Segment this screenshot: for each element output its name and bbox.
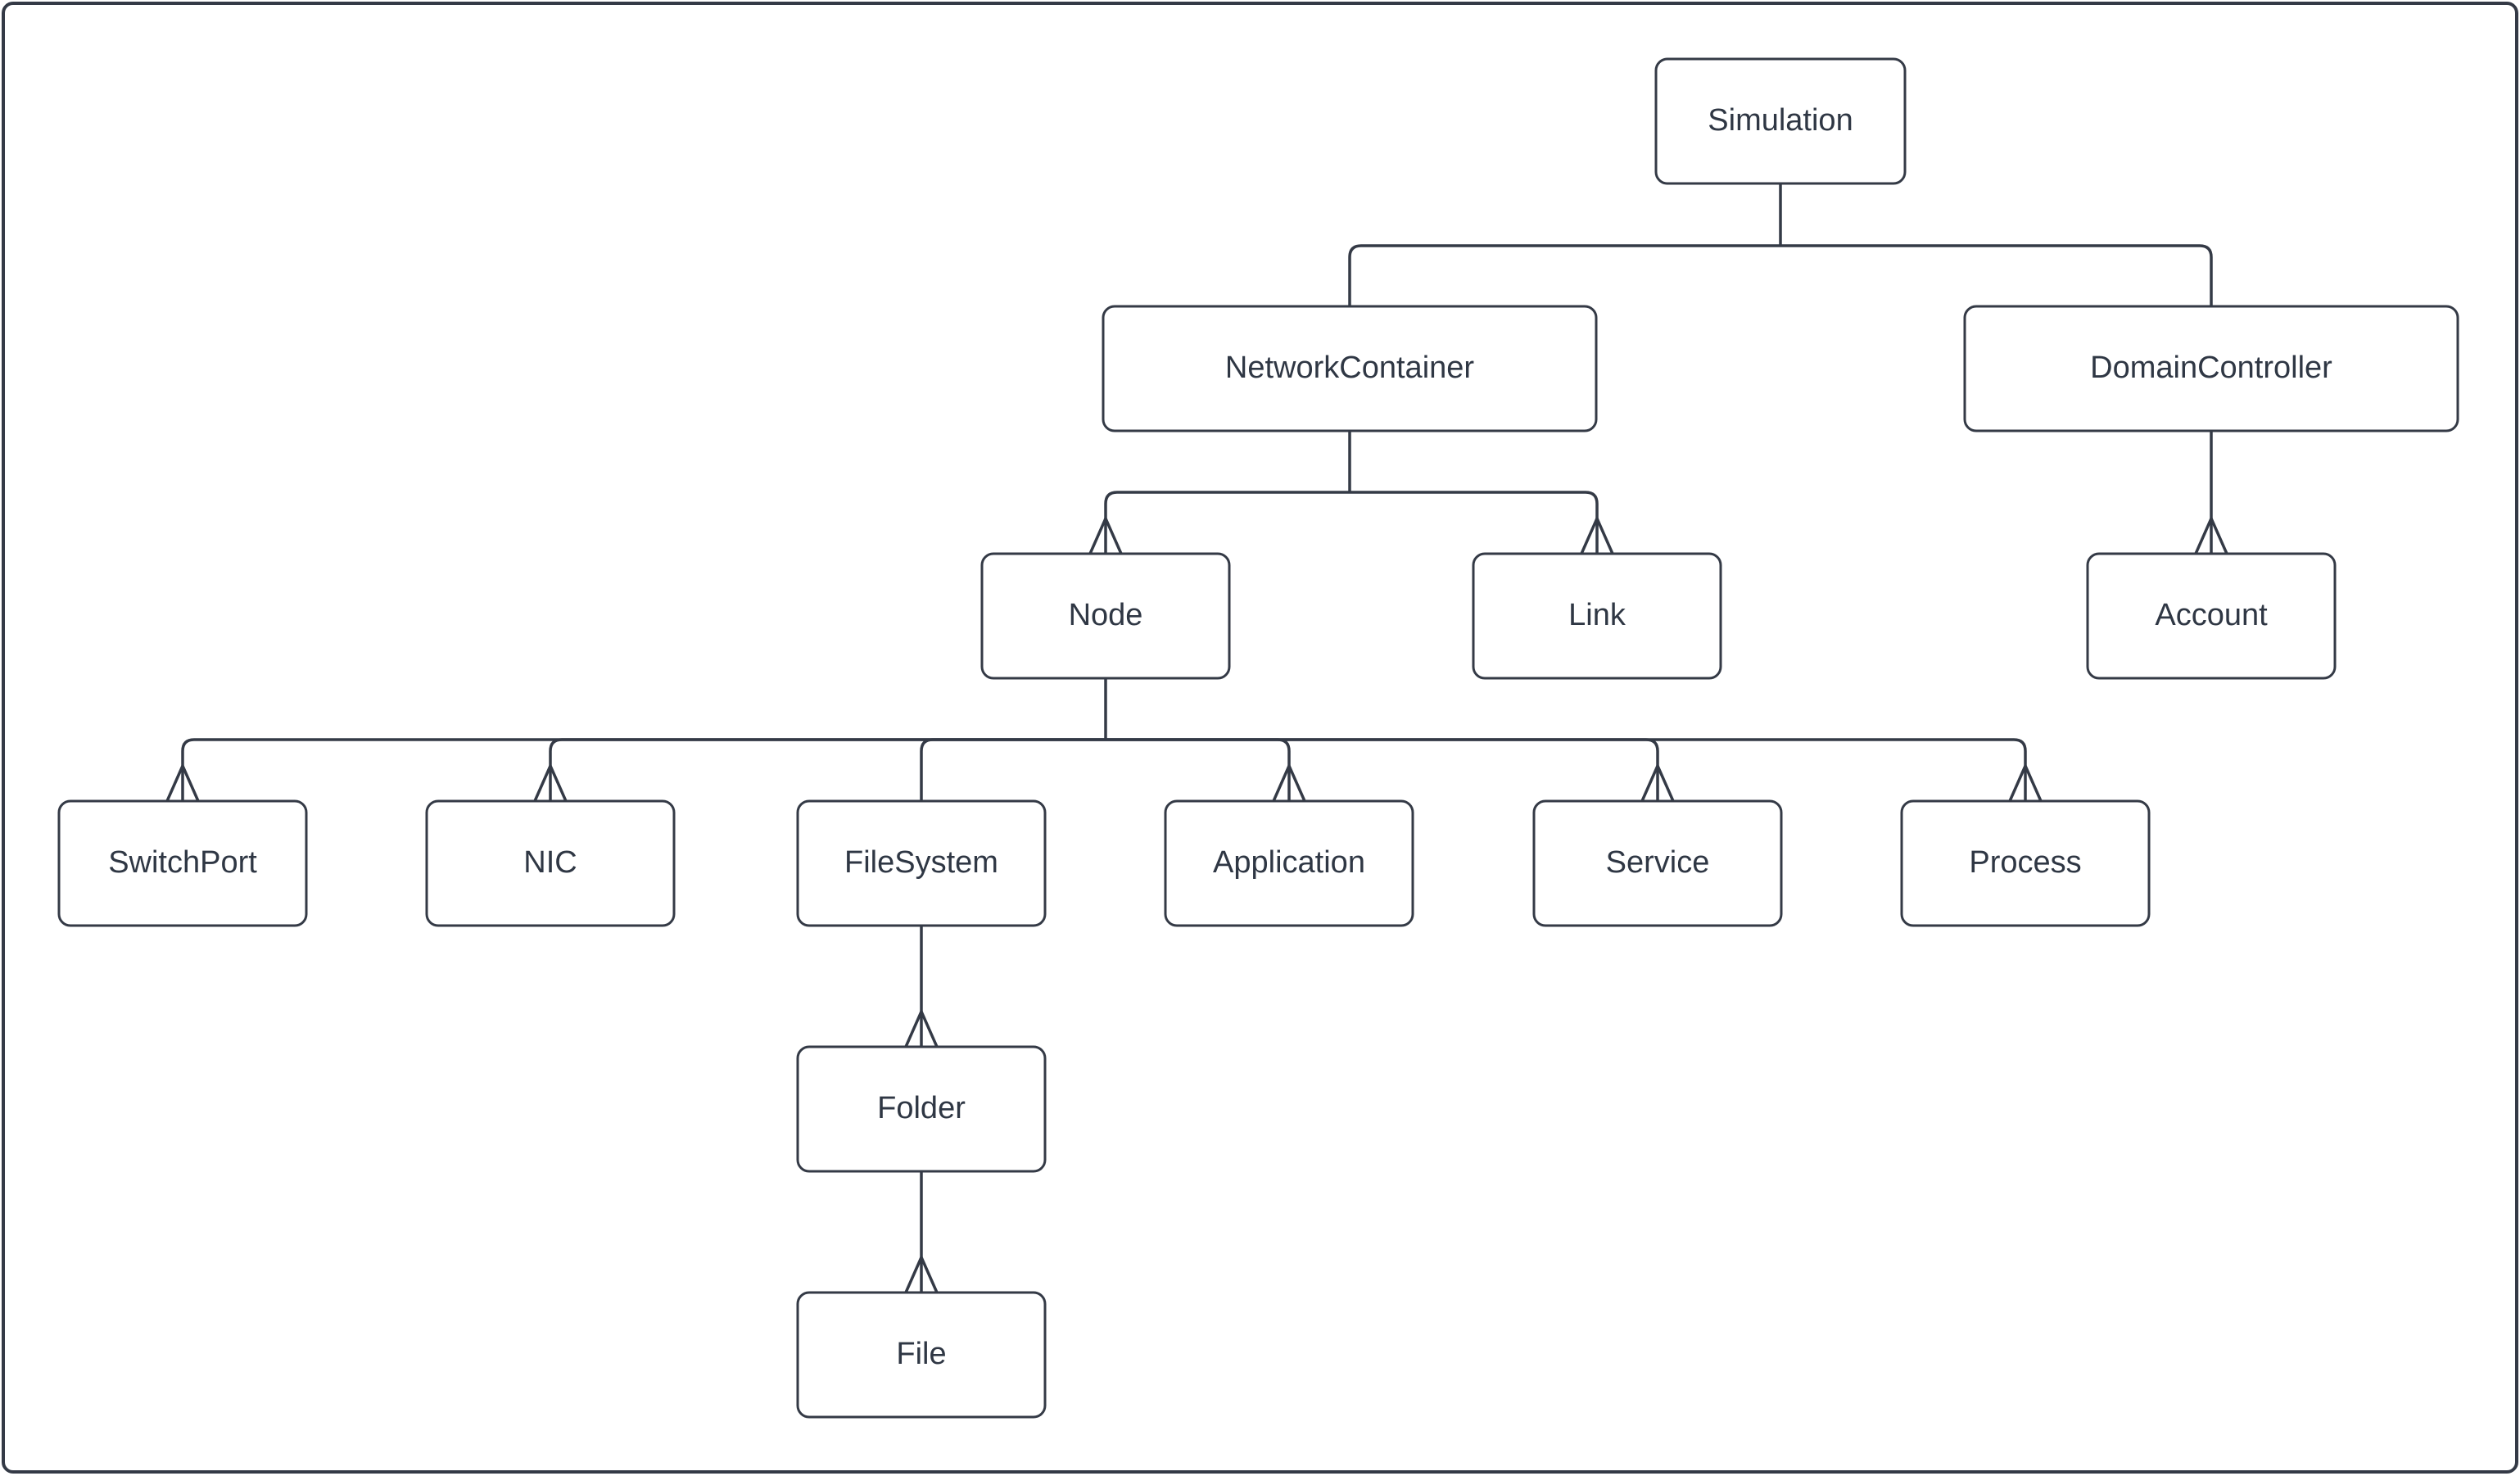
class-node-networkcontainer[interactable]: NetworkContainer xyxy=(1102,305,1598,432)
class-node-box-service[interactable] xyxy=(1532,799,1783,927)
class-node-file[interactable]: File xyxy=(796,1291,1047,1419)
class-node-filesystem[interactable]: FileSystem xyxy=(796,799,1047,927)
class-node-box-simulation[interactable] xyxy=(1654,57,1907,185)
class-node-box-application[interactable] xyxy=(1164,799,1414,927)
class-node-label-networkcontainer: NetworkContainer xyxy=(1225,351,1474,385)
class-node-label-folder: Folder xyxy=(877,1091,966,1125)
class-node-label-simulation: Simulation xyxy=(1708,103,1853,138)
class-node-label-file: File xyxy=(896,1337,946,1371)
class-node-label-application: Application xyxy=(1213,845,1365,880)
class-node-domaincontroller[interactable]: DomainController xyxy=(1963,305,2459,432)
edge-node-to-process xyxy=(1106,738,2027,801)
edge-node-to-filesystem xyxy=(920,738,1106,801)
class-node-process[interactable]: Process xyxy=(1900,799,2151,927)
generalization-arrow-nic xyxy=(533,762,568,802)
edge-layer xyxy=(165,183,2228,1293)
edge-node-to-nic xyxy=(549,738,1106,801)
generalization-arrow-file xyxy=(904,1253,939,1293)
edge-simulation-to-networkcontainer xyxy=(1348,244,1780,306)
class-node-label-service: Service xyxy=(1606,845,1710,880)
generalization-arrow-service xyxy=(1640,762,1675,802)
class-node-box-switchport[interactable] xyxy=(57,799,308,927)
edge-node-to-application xyxy=(1106,738,1291,801)
class-node-simulation[interactable]: Simulation xyxy=(1654,57,1907,185)
class-node-service[interactable]: Service xyxy=(1532,799,1783,927)
class-node-box-account[interactable] xyxy=(2086,552,2337,680)
class-node-box-filesystem[interactable] xyxy=(796,799,1047,927)
generalization-arrow-application xyxy=(1272,762,1306,802)
class-node-switchport[interactable]: SwitchPort xyxy=(57,799,308,927)
class-node-label-switchport: SwitchPort xyxy=(108,845,257,880)
generalization-arrow-node xyxy=(1088,514,1123,555)
class-node-label-link: Link xyxy=(1568,598,1626,632)
class-node-nic[interactable]: NIC xyxy=(425,799,676,927)
edge-node-to-switchport xyxy=(181,738,1106,801)
class-node-label-domaincontroller: DomainController xyxy=(2090,351,2332,385)
edge-node-to-service xyxy=(1106,738,1659,801)
class-node-box-node[interactable] xyxy=(980,552,1231,680)
class-node-label-node: Node xyxy=(1069,598,1143,632)
class-node-label-nic: NIC xyxy=(523,845,577,880)
edge-networkcontainer-to-node xyxy=(1104,491,1350,554)
class-node-box-folder[interactable] xyxy=(796,1045,1047,1173)
generalization-arrow-folder xyxy=(904,1007,939,1048)
class-node-label-account: Account xyxy=(2155,598,2268,632)
edge-simulation-to-domaincontroller xyxy=(1780,244,2213,306)
class-node-box-file[interactable] xyxy=(796,1291,1047,1419)
class-node-node[interactable]: Node xyxy=(980,552,1231,680)
edge-networkcontainer-to-link xyxy=(1350,491,1599,554)
generalization-arrow-link xyxy=(1580,514,1614,555)
class-node-label-process: Process xyxy=(1969,845,2081,880)
generalization-arrow-account xyxy=(2194,514,2228,555)
class-node-account[interactable]: Account xyxy=(2086,552,2337,680)
class-node-application[interactable]: Application xyxy=(1164,799,1414,927)
class-node-box-nic[interactable] xyxy=(425,799,676,927)
generalization-arrow-process xyxy=(2008,762,2043,802)
class-node-link[interactable]: Link xyxy=(1472,552,1722,680)
class-node-label-filesystem: FileSystem xyxy=(844,845,998,880)
class-node-box-process[interactable] xyxy=(1900,799,2151,927)
class-node-box-networkcontainer[interactable] xyxy=(1102,305,1598,432)
generalization-arrow-switchport xyxy=(165,762,200,802)
class-node-box-link[interactable] xyxy=(1472,552,1722,680)
class-node-folder[interactable]: Folder xyxy=(796,1045,1047,1173)
class-node-box-domaincontroller[interactable] xyxy=(1963,305,2459,432)
